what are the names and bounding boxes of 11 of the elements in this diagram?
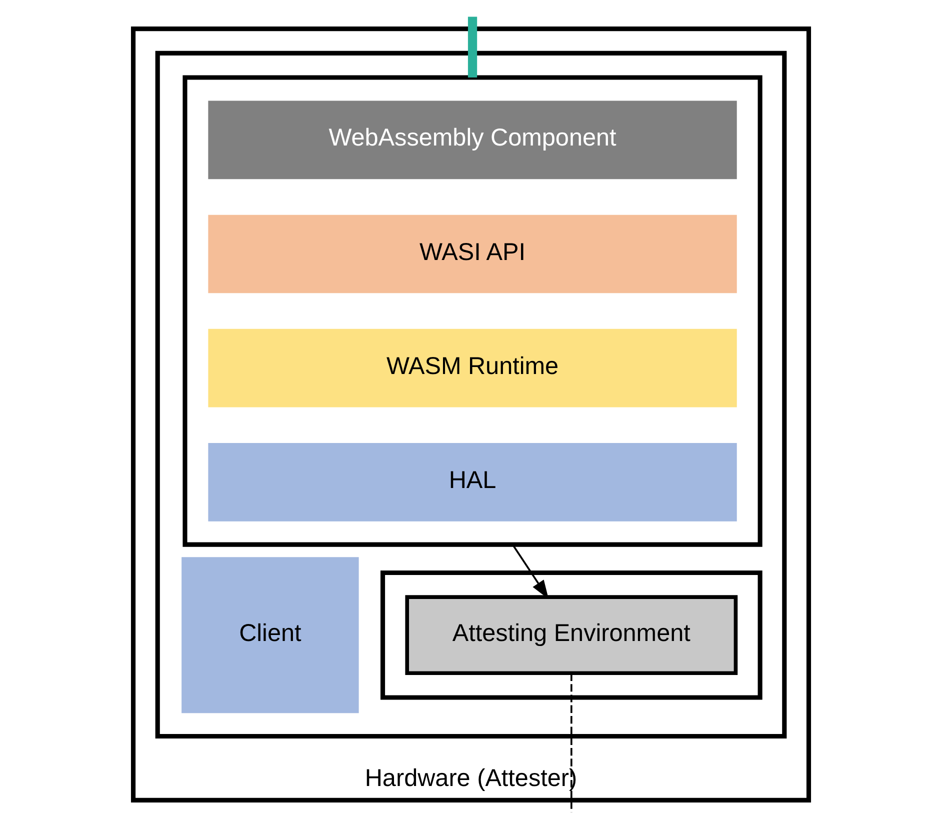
node-box: WASI API (208, 214, 737, 294)
node-box: WASM Runtime (208, 328, 737, 408)
node-box: HAL (208, 443, 737, 522)
node-box: Attesting Environment (405, 595, 738, 676)
connector (468, 16, 478, 78)
cluster (380, 570, 762, 700)
cluster (155, 50, 787, 739)
node-box: Client (182, 557, 359, 714)
cluster (182, 75, 762, 547)
arrow (512, 544, 549, 600)
node-box: WebAssembly Component (208, 100, 737, 180)
